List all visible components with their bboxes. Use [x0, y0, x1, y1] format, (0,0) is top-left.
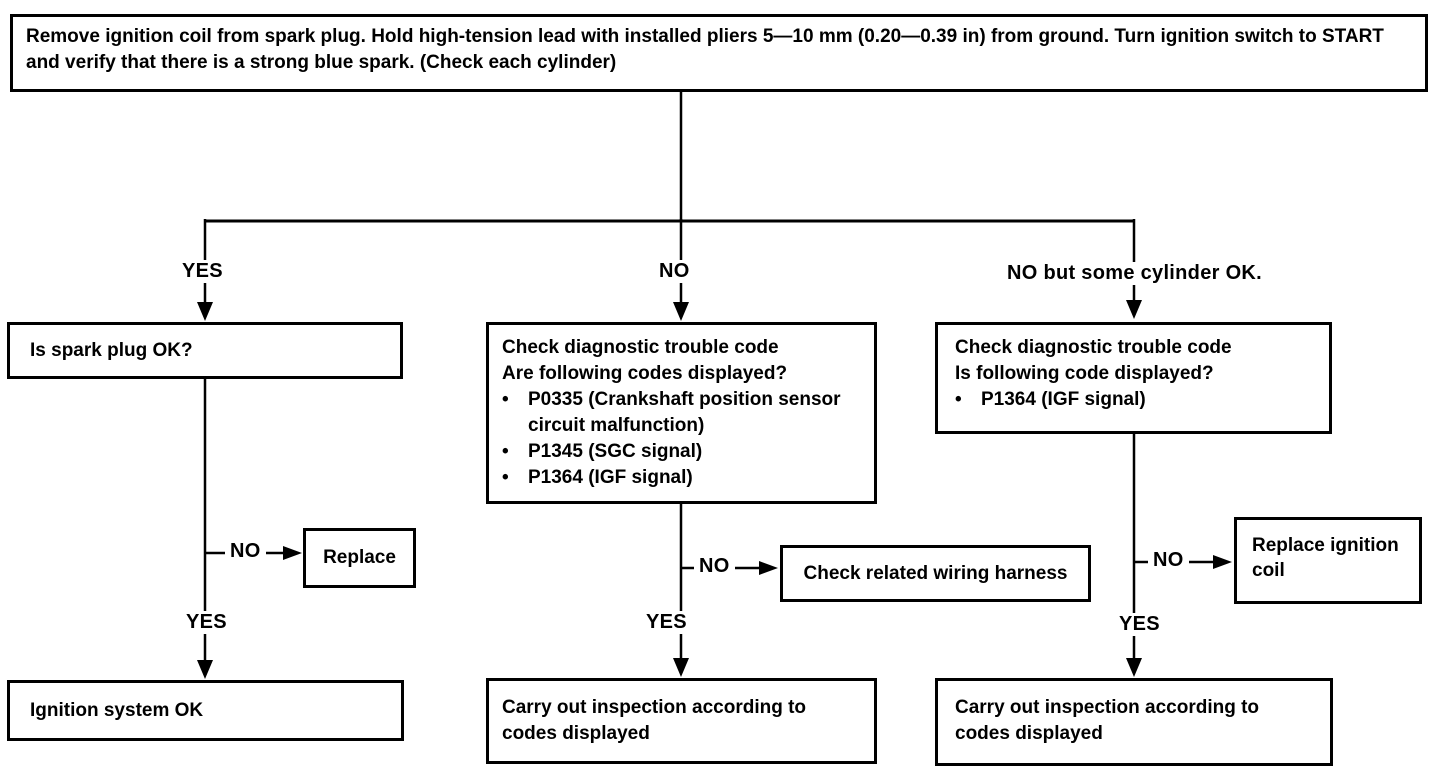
dtc-code-item: • P0335 (Crankshaft position sensor circ…	[502, 387, 864, 439]
right-no-label: NO	[1148, 549, 1189, 572]
replace-ignition-coil-box: Replace ignition coil	[1234, 517, 1422, 604]
arrowhead-left-result	[197, 660, 213, 679]
dtc-code-item: • P1364 (IGF signal)	[955, 387, 1319, 413]
middle-no-label: NO	[694, 555, 735, 578]
check-dtc-question: Are following codes displayed?	[502, 363, 788, 384]
check-dtc-title: Check diagnostic trouble code	[955, 337, 1232, 358]
arrowhead-left-entry	[197, 302, 213, 321]
check-dtc-question: Is following code displayed?	[955, 363, 1214, 384]
dtc-code-item: • P1364 (IGF signal)	[502, 465, 864, 491]
bullet-icon: •	[955, 389, 962, 410]
bullet-icon: •	[502, 467, 509, 488]
arrowhead-mid-entry	[673, 302, 689, 321]
carry-out-inspection-text: Carry out inspection according to codes …	[502, 697, 807, 744]
branch-label-no-some-cylinder-ok: NO but some cylinder OK.	[1002, 262, 1268, 285]
arrowhead-mid-result	[673, 658, 689, 677]
dtc-code-item: • P1345 (SGC signal)	[502, 439, 864, 465]
left-yes-label: YES	[181, 611, 232, 634]
arrowhead-mid-no	[759, 561, 778, 575]
arrowhead-right-result	[1126, 658, 1142, 677]
check-dtc-title: Check diagnostic trouble code	[502, 337, 779, 358]
carry-out-inspection-text: Carry out inspection according to codes …	[955, 697, 1260, 744]
dtc-code-text: P1345 (SGC signal)	[528, 441, 703, 462]
left-no-label: NO	[225, 540, 266, 563]
check-spark-plug-text: Is spark plug OK?	[30, 339, 193, 361]
check-wiring-harness-text: Check related wiring harness	[803, 562, 1068, 584]
ignition-system-ok-text: Ignition system OK	[30, 699, 204, 721]
middle-yes-label: YES	[641, 611, 692, 634]
carry-out-inspection-box-right: Carry out inspection according to codes …	[935, 678, 1333, 766]
carry-out-inspection-box-middle: Carry out inspection according to codes …	[486, 678, 877, 764]
check-wiring-harness-box: Check related wiring harness	[780, 545, 1091, 602]
arrowhead-right-entry	[1126, 300, 1142, 319]
replace-ignition-coil-text: Replace ignition coil	[1252, 535, 1399, 581]
bullet-icon: •	[502, 441, 509, 462]
ignition-system-ok-box: Ignition system OK	[7, 680, 404, 741]
replace-text: Replace	[323, 547, 396, 568]
replace-box: Replace	[303, 528, 416, 588]
branch-label-no: NO	[654, 260, 695, 283]
check-dtc-codes-box: Check diagnostic trouble code Are follow…	[486, 322, 877, 504]
right-yes-label: YES	[1114, 613, 1165, 636]
dtc-code-text: P1364 (IGF signal)	[528, 467, 693, 488]
bullet-icon: •	[502, 389, 509, 410]
start-instruction-box: Remove ignition coil from spark plug. Ho…	[10, 14, 1428, 92]
arrowhead-left-no	[283, 546, 302, 560]
branch-label-yes: YES	[177, 260, 228, 283]
arrowhead-right-no	[1213, 555, 1232, 569]
check-dtc-code-box-right: Check diagnostic trouble code Is followi…	[935, 322, 1332, 434]
dtc-code-text: P1364 (IGF signal)	[981, 389, 1146, 410]
check-spark-plug-box: Is spark plug OK?	[7, 322, 403, 379]
dtc-code-text: P0335 (Crankshaft position sensor circui…	[528, 389, 841, 436]
